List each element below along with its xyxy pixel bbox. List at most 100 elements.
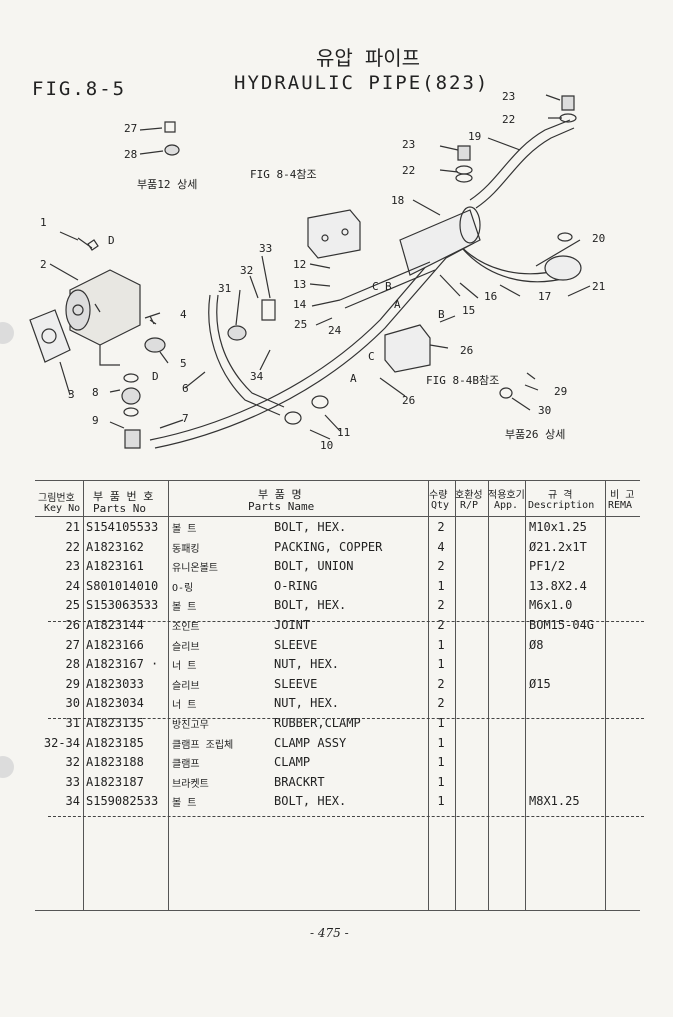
note-fig84b: FIG 8-4B참조 <box>426 374 499 387</box>
callout-19: 19 <box>468 130 481 143</box>
page-number: - 475 - <box>310 926 349 940</box>
cell-name: BOLT, HEX. <box>274 598 347 613</box>
cell-desc: M8X1.25 <box>529 794 580 809</box>
table-bottom-rule <box>35 910 640 911</box>
callout-26a: 26 <box>460 344 473 357</box>
cell-key: 21 <box>65 520 80 534</box>
callout-7: 7 <box>182 412 189 425</box>
callout-23a: 23 <box>502 90 515 103</box>
title-english: HYDRAULIC PIPE(823) <box>234 72 490 94</box>
cell-part: A1823185 <box>86 735 144 750</box>
cell-name: SLEEVE <box>274 676 318 691</box>
hdr-key-ko: 그림번호 <box>38 493 75 504</box>
callout-10: 10 <box>320 439 333 452</box>
cell-key: 29 <box>65 676 80 691</box>
cell-part: A1823034 <box>86 696 144 711</box>
callout-26b: 26 <box>402 394 415 407</box>
cell-desc: M10x1.25 <box>529 520 587 534</box>
cell-part: A1823167 · <box>86 657 159 672</box>
col-divider-7 <box>605 480 606 910</box>
col-divider-1 <box>83 480 84 910</box>
cell-ko: 유니온볼트 <box>172 563 218 575</box>
cell-qty: 1 <box>437 735 445 750</box>
hdr-part-ko: 부 품 번 호 <box>93 490 154 503</box>
cell-qty: 2 <box>437 696 445 711</box>
hdr-rem-en: REMA <box>608 500 633 511</box>
cell-qty: 2 <box>437 559 445 574</box>
callout-14: 14 <box>293 298 307 311</box>
callout-15: 15 <box>462 304 475 317</box>
callout-28: 28 <box>124 148 137 161</box>
figure-number: FIG.8-5 <box>32 78 127 100</box>
cell-key: 24 <box>65 578 80 593</box>
cell-ko: O-링 <box>172 582 194 594</box>
binder-hole-top <box>0 322 14 344</box>
callout-25: 25 <box>294 318 307 331</box>
callout-22a: 22 <box>502 113 515 126</box>
cell-name: CLAMP <box>274 755 311 770</box>
cell-ko: 볼 트 <box>172 798 197 810</box>
cell-ko: 조인트 <box>172 622 200 633</box>
callout-30: 30 <box>538 404 551 417</box>
callout-B-top: B <box>385 280 392 293</box>
cell-desc: Ø15 <box>529 676 551 691</box>
cell-qty: 2 <box>437 618 445 632</box>
binder-hole-bottom <box>0 756 14 778</box>
callout-A-top: A <box>394 298 401 311</box>
row-separator-2 <box>48 718 644 719</box>
hdr-key-en: Key No <box>44 503 81 514</box>
col-divider-5 <box>488 480 489 910</box>
cell-ko: 동패킹 <box>172 543 200 555</box>
callout-5: 5 <box>180 357 187 370</box>
cell-name: CLAMP ASSY <box>274 735 347 750</box>
cell-key: 25 <box>65 598 80 613</box>
callout-D-bottom: D <box>152 370 159 383</box>
cell-key: 27 <box>65 637 80 652</box>
cell-key: 32-34 <box>43 735 80 750</box>
hydraulic-pipe-diagram: 1 2 3 4 5 6 7 8 9 10 11 12 13 14 15 16 1… <box>29 90 605 452</box>
cell-qty: 4 <box>437 539 445 554</box>
hdr-name-en: Parts Name <box>248 500 315 513</box>
cell-qty: 2 <box>437 520 445 534</box>
cell-name: NUT, HEX. <box>274 696 340 711</box>
col-divider-2 <box>168 480 169 910</box>
cell-name: NUT, HEX. <box>274 657 340 672</box>
callout-9: 9 <box>92 414 99 427</box>
callout-3: 3 <box>68 388 75 401</box>
table-header-rule <box>35 516 640 517</box>
cell-name: BOLT, HEX. <box>274 520 347 534</box>
callout-C-top: C <box>372 280 379 293</box>
cell-key: 23 <box>65 559 80 574</box>
cell-name: SLEEVE <box>274 637 318 652</box>
callout-B-right: B <box>438 308 445 321</box>
cell-ko: 방진고무 <box>172 720 209 731</box>
cell-ko: 클램프 조립체 <box>172 739 234 751</box>
cell-desc: 13.8X2.4 <box>529 578 587 593</box>
cell-ko: 너 트 <box>172 700 197 712</box>
cell-key: 28 <box>65 657 80 672</box>
cell-name: O-RING <box>274 578 318 593</box>
cell-ko: 볼 트 <box>172 602 197 614</box>
cell-ko: 슬리브 <box>172 680 200 692</box>
hdr-rp-ko: 호환성 <box>455 490 483 501</box>
cell-qty: 1 <box>437 578 445 593</box>
callout-29: 29 <box>554 385 567 398</box>
cell-part: S801014010 <box>86 578 159 593</box>
callout-6: 6 <box>182 382 189 395</box>
cell-part: A1823033 <box>86 676 144 691</box>
cell-name: RUBBER,CLAMP <box>274 716 361 730</box>
col-divider-6 <box>525 480 526 910</box>
cell-part: A1823135 <box>86 716 144 730</box>
cell-name: BOLT, HEX. <box>274 794 347 809</box>
cell-desc: PF1/2 <box>529 559 566 574</box>
note-detail12: 부품12 상세 <box>137 178 197 191</box>
cell-part: S154105533 <box>86 520 159 534</box>
cell-key: 31 <box>65 716 80 730</box>
callout-1: 1 <box>40 216 47 229</box>
callout-2: 2 <box>40 258 47 271</box>
cell-part: A1823161 <box>86 559 144 574</box>
callout-33: 33 <box>259 242 272 255</box>
hdr-qty-ko: 수량 <box>429 490 448 501</box>
col-divider-3 <box>428 480 429 910</box>
callout-24: 24 <box>328 324 342 337</box>
